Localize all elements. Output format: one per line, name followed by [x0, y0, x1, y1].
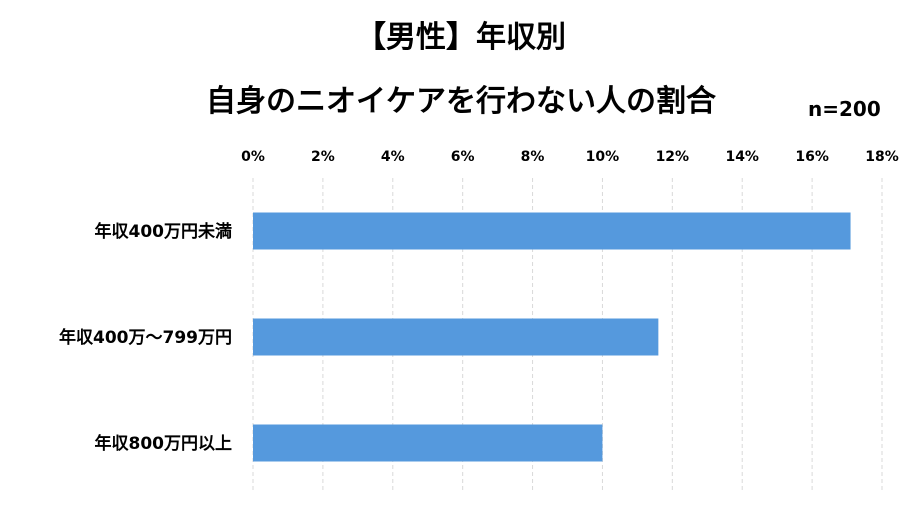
- x-tick-label-1: 2%: [311, 149, 335, 165]
- chart-title-line-1: 【男性】年収別: [356, 20, 566, 55]
- bar-1: [253, 318, 659, 356]
- category-label-0: 年収400万円未満: [95, 221, 233, 242]
- bar-2: [253, 424, 603, 462]
- x-tick-label-2: 4%: [381, 149, 405, 165]
- bar-0: [253, 212, 851, 250]
- x-tick-label-0: 0%: [241, 149, 265, 165]
- x-tick-label-4: 8%: [521, 149, 545, 165]
- x-tick-label-3: 6%: [451, 149, 475, 165]
- x-tick-label-7: 14%: [725, 149, 759, 165]
- x-tick-label-8: 16%: [795, 149, 829, 165]
- x-tick-label-9: 18%: [865, 149, 899, 165]
- sample-size-note: n=200: [808, 97, 881, 121]
- x-tick-label-6: 12%: [656, 149, 690, 165]
- chart-title-line-2: 自身のニオイケアを行わない人の割合: [206, 84, 716, 119]
- category-label-2: 年収800万円以上: [95, 433, 233, 454]
- category-label-1: 年収400万～799万円: [59, 327, 232, 348]
- x-tick-label-5: 10%: [586, 149, 620, 165]
